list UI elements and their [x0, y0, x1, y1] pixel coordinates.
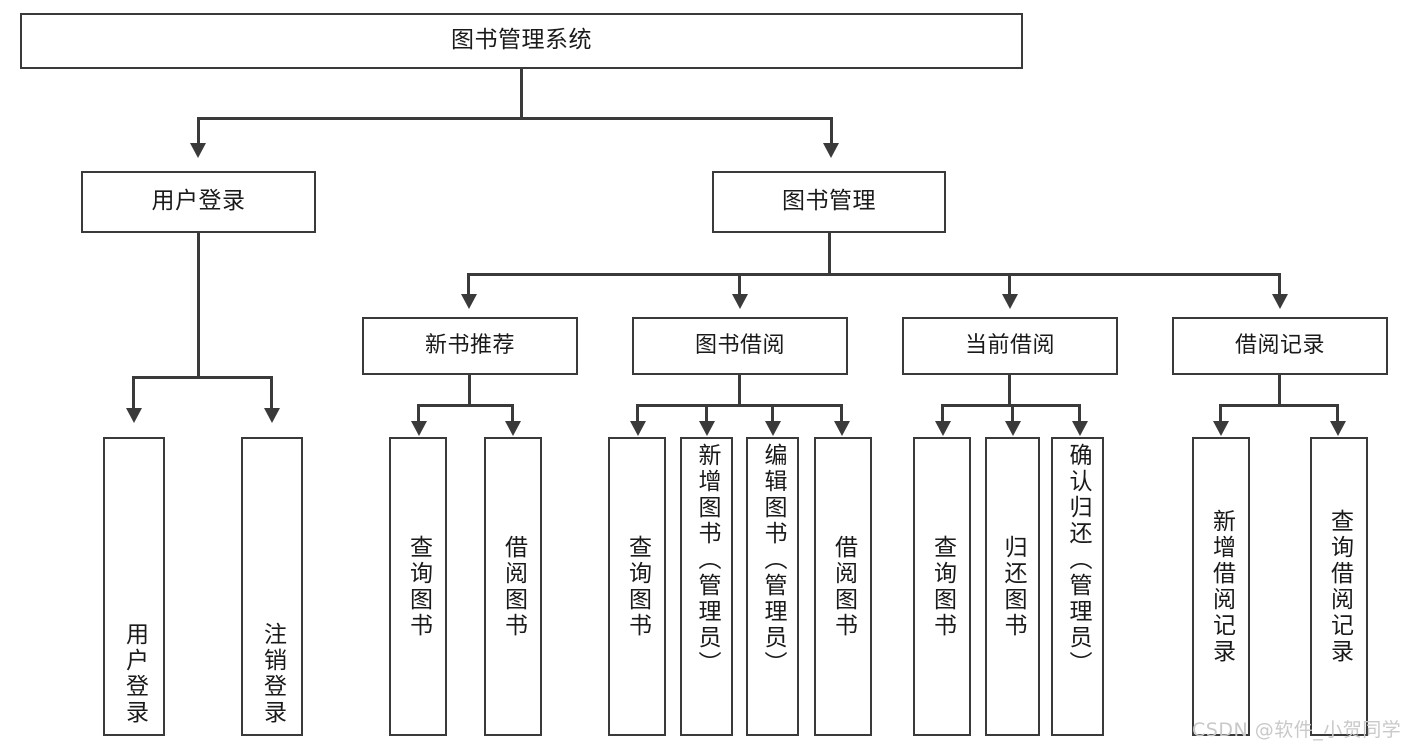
- connector-to-user-login: [197, 117, 200, 143]
- connector-current-borrow-branch-2: [1011, 404, 1014, 421]
- connector-to-borrow-record: [1278, 273, 1281, 294]
- arrow-to-new-book-recommend: [461, 294, 477, 309]
- node-label: 图书管理: [782, 188, 876, 215]
- connector-to-book-borrow: [738, 273, 741, 294]
- connector-to-current-borrow: [1008, 273, 1011, 294]
- arrow-current-borrow-leaf-2: [1005, 421, 1021, 436]
- connector-new-book-bus: [417, 404, 514, 407]
- leaf-user-login-login[interactable]: 用户登录: [103, 437, 165, 736]
- node-label: 确认归还（管理员）: [1065, 443, 1091, 677]
- connector-user-login-bus: [132, 376, 272, 379]
- connector-new-book-branch-1: [417, 404, 420, 421]
- connector-user-login-branch-2: [270, 376, 273, 408]
- node-label: 查询图书: [929, 534, 956, 639]
- leaf-borrow-record-add-record[interactable]: 新增借阅记录: [1192, 437, 1250, 736]
- connector-book-borrow-branch-2: [705, 404, 708, 421]
- node-current-borrow[interactable]: 当前借阅: [902, 317, 1118, 375]
- connector-borrow-record-stem: [1278, 375, 1281, 404]
- node-label: 查询借阅记录: [1326, 508, 1353, 665]
- connector-book-borrow-bus: [636, 404, 843, 407]
- arrow-user-login-leaf-1: [126, 408, 142, 423]
- connector-book-borrow-branch-3: [771, 404, 774, 421]
- connector-new-book-branch-2: [511, 404, 514, 421]
- arrow-current-borrow-leaf-3: [1072, 421, 1088, 436]
- connector-borrow-record-bus: [1219, 404, 1338, 407]
- arrow-to-book-management: [823, 143, 839, 158]
- arrow-to-borrow-record: [1272, 294, 1288, 309]
- arrow-to-book-borrow: [732, 294, 748, 309]
- node-label: 借阅记录: [1234, 332, 1325, 358]
- leaf-new-book-borrow-book[interactable]: 借阅图书: [484, 437, 542, 736]
- arrow-book-borrow-leaf-1: [630, 421, 646, 436]
- arrow-to-current-borrow: [1002, 294, 1018, 309]
- node-borrow-record[interactable]: 借阅记录: [1172, 317, 1388, 375]
- node-label: 新书推荐: [424, 332, 515, 358]
- arrow-current-borrow-leaf-1: [935, 421, 951, 436]
- connector-book-borrow-stem: [738, 375, 741, 404]
- arrow-book-borrow-leaf-3: [765, 421, 781, 436]
- connector-book-borrow-branch-4: [840, 404, 843, 421]
- connector-root-stem: [520, 69, 523, 117]
- arrow-borrow-record-leaf-1: [1213, 421, 1229, 436]
- connector-user-login-branch-1: [132, 376, 135, 408]
- node-label: 用户登录: [151, 188, 246, 215]
- leaf-borrow-record-query-record[interactable]: 查询借阅记录: [1310, 437, 1368, 736]
- connector-to-new-book-recommend: [467, 273, 470, 294]
- connector-user-login-stem: [197, 233, 200, 376]
- node-label: 图书借阅: [694, 332, 785, 358]
- connector-borrow-record-branch-2: [1336, 404, 1339, 421]
- node-label: 查询图书: [405, 534, 432, 639]
- arrow-user-login-leaf-2: [264, 408, 280, 423]
- leaf-new-book-query-book[interactable]: 查询图书: [389, 437, 447, 736]
- connector-current-borrow-stem: [1008, 375, 1011, 404]
- arrow-book-borrow-leaf-2: [699, 421, 715, 436]
- node-user-login[interactable]: 用户登录: [81, 171, 316, 233]
- connector-new-book-stem: [468, 375, 471, 404]
- connector-current-borrow-branch-3: [1078, 404, 1081, 421]
- leaf-book-borrow-borrow-book[interactable]: 借阅图书: [814, 437, 872, 736]
- node-label: 图书管理系统: [451, 27, 592, 54]
- node-label: 当前借阅: [964, 332, 1055, 358]
- connector-book-management-stem: [828, 233, 831, 273]
- connector-current-borrow-branch-1: [941, 404, 944, 421]
- node-label: 借阅图书: [500, 534, 527, 639]
- node-label: 注销登录: [259, 622, 286, 726]
- node-book-borrow[interactable]: 图书借阅: [632, 317, 848, 375]
- connector-level2-bus: [197, 117, 832, 120]
- leaf-book-borrow-edit-book-admin[interactable]: 编辑图书（管理员）: [746, 437, 799, 736]
- leaf-book-borrow-add-book-admin[interactable]: 新增图书（管理员）: [680, 437, 733, 736]
- leaf-user-login-logout[interactable]: 注销登录: [241, 437, 303, 736]
- node-label: 归还图书: [1000, 534, 1026, 639]
- leaf-current-borrow-return-book[interactable]: 归还图书: [985, 437, 1040, 736]
- node-label: 编辑图书（管理员）: [760, 443, 786, 677]
- node-label: 查询图书: [624, 534, 651, 639]
- arrow-to-user-login: [190, 143, 206, 158]
- connector-book-borrow-branch-1: [636, 404, 639, 421]
- leaf-current-borrow-query-book[interactable]: 查询图书: [913, 437, 971, 736]
- node-root-book-management-system[interactable]: 图书管理系统: [20, 13, 1023, 69]
- arrow-book-borrow-leaf-4: [834, 421, 850, 436]
- node-label: 借阅图书: [830, 534, 857, 639]
- arrow-borrow-record-leaf-2: [1330, 421, 1346, 436]
- leaf-current-borrow-confirm-return-admin[interactable]: 确认归还（管理员）: [1051, 437, 1104, 736]
- connector-to-book-management: [830, 117, 833, 143]
- leaf-book-borrow-query-book[interactable]: 查询图书: [608, 437, 666, 736]
- watermark-csdn: CSDN @软件_小贺同学: [1192, 719, 1402, 741]
- node-new-book-recommend[interactable]: 新书推荐: [362, 317, 578, 375]
- arrow-new-book-leaf-1: [411, 421, 427, 436]
- node-book-management[interactable]: 图书管理: [712, 171, 946, 233]
- node-label: 用户登录: [121, 622, 148, 726]
- node-label: 新增借阅记录: [1208, 508, 1235, 665]
- node-label: 新增图书（管理员）: [694, 443, 720, 677]
- arrow-new-book-leaf-2: [505, 421, 521, 436]
- connector-level3-bus: [467, 273, 1280, 276]
- connector-borrow-record-branch-1: [1219, 404, 1222, 421]
